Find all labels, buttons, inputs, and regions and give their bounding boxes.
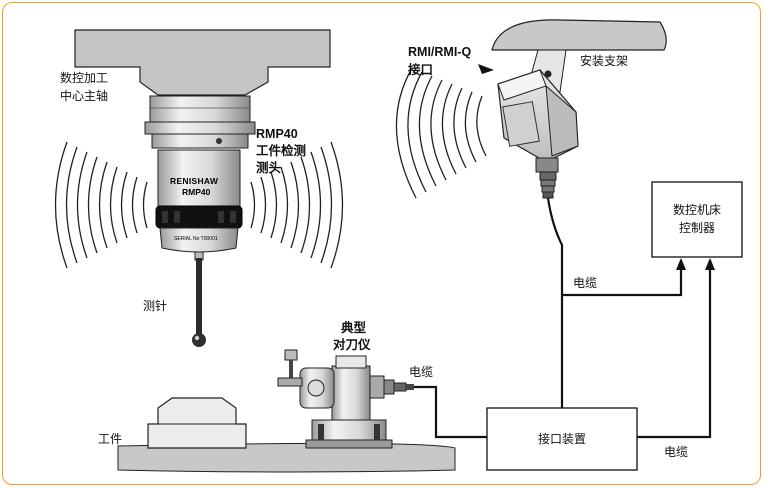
spindle-label-line2: 中心主轴	[60, 89, 109, 103]
probe-serial-text: SERIAL No T00001	[174, 236, 218, 242]
workpiece-label: 工件	[98, 432, 123, 446]
toolsetter-device	[277, 349, 414, 449]
machine-table	[117, 442, 456, 473]
diagram-frame	[2, 2, 761, 485]
cable-label-bottom: 电缆	[664, 445, 689, 459]
toolsetter-label-line1: 典型	[341, 321, 367, 335]
probe-brand-text: RENISHAW	[170, 176, 219, 186]
rmi-interface-unit	[497, 69, 579, 199]
rmi-pointer	[478, 64, 494, 74]
interface-device-box	[486, 407, 638, 471]
cnc-controller-box	[651, 181, 743, 258]
stylus	[192, 258, 206, 347]
cables	[414, 197, 712, 439]
stylus-label: 测针	[143, 299, 168, 313]
cnc-controller-label-line1: 数控机床	[672, 203, 721, 217]
probe-desc-line2: 测头	[256, 161, 282, 175]
interface-signal-waves	[395, 67, 487, 199]
rmp40-probe	[155, 149, 243, 261]
cable-label-top: 电缆	[573, 276, 598, 290]
cnc-controller-label-line2: 控制器	[678, 221, 715, 235]
bracket-label: 安装支架	[580, 54, 629, 68]
cable-arrowheads	[676, 258, 715, 270]
toolsetter-label-line2: 对刀仪	[333, 338, 371, 352]
interface-name-label: RMI/RMI-Q	[408, 45, 472, 59]
interface-desc-label: 接口	[408, 63, 434, 77]
probe-name-label: RMP40	[256, 127, 298, 141]
cable-label-mid: 电缆	[409, 365, 434, 379]
probe-desc-line1: 工件检测	[256, 144, 307, 158]
interface-device-label: 接口装置	[537, 432, 586, 446]
probe-signal-waves	[54, 141, 344, 269]
machine-spindle	[74, 29, 331, 160]
probe-model-text: RMP40	[182, 187, 211, 197]
spindle-label-line1: 数控加工	[60, 71, 109, 85]
workpiece-part	[147, 397, 247, 449]
